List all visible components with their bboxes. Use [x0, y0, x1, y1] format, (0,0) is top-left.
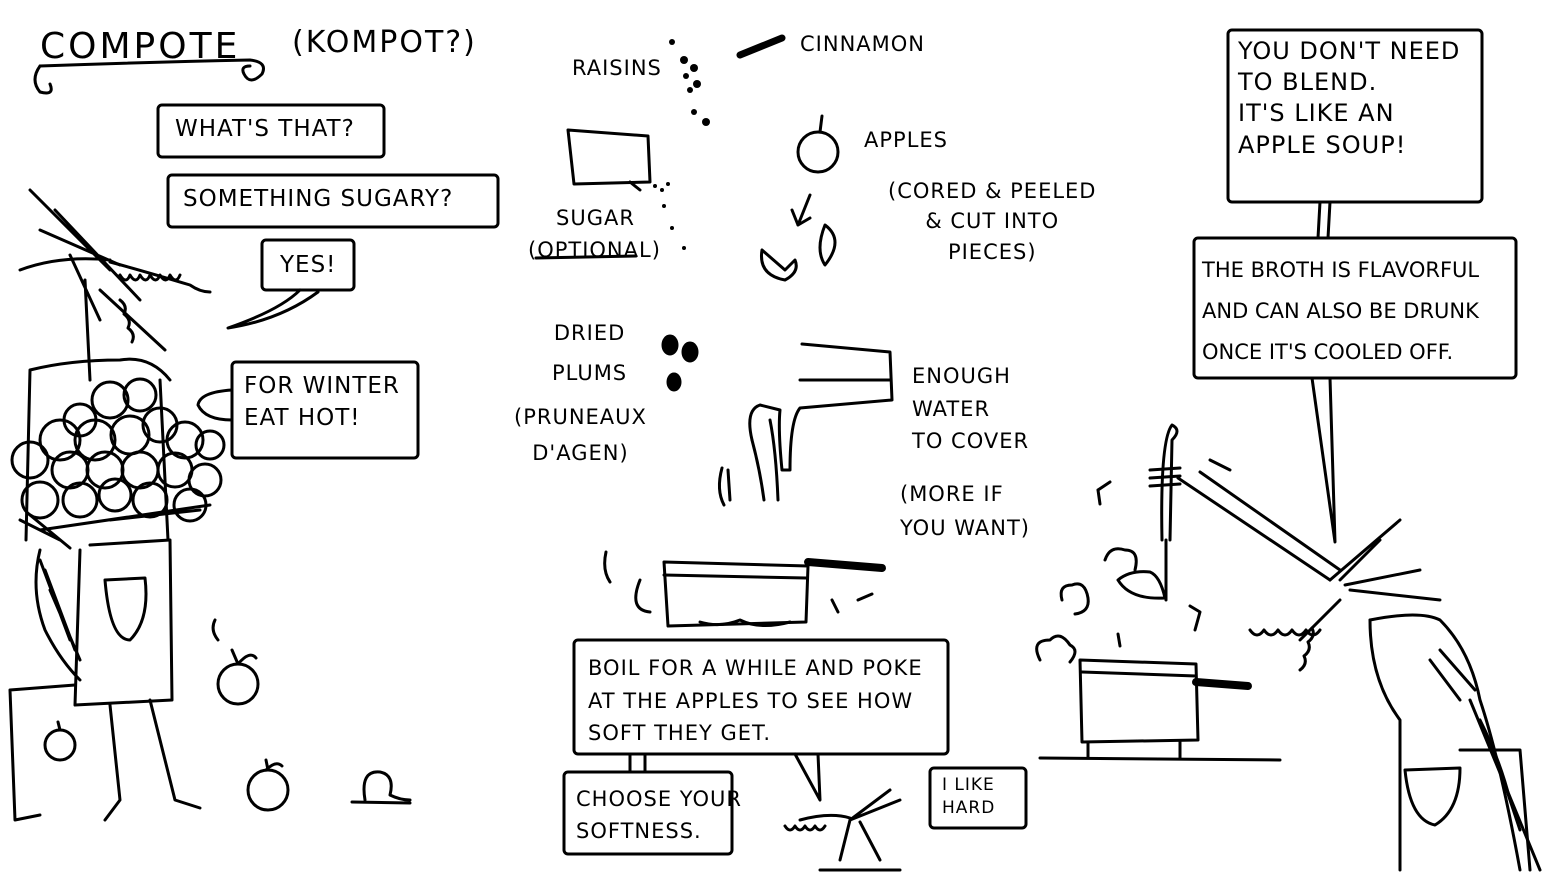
apple-icon: [211, 618, 260, 706]
label-apples-note: (CORED & PEELED & CUT INTO PIECES): [888, 179, 1097, 264]
bubble-boil: BOIL FOR A WHILE AND POKE AT THE APPLES …: [588, 656, 923, 746]
apple-pieces-icon: [759, 223, 837, 282]
label-sugar: SUGAR: [556, 206, 635, 230]
bubble-dont-blend: YOU DON'T NEED TO BLEND. IT'S LIKE AN AP…: [1238, 37, 1461, 159]
raisins-icon: [669, 39, 710, 126]
bubble-choose-frame: [562, 770, 734, 856]
bubble-like-hard: I LIKE HARD: [942, 775, 996, 818]
cinnamon-icon: [736, 34, 786, 59]
title-flourish: [33, 58, 265, 95]
label-water-note: (MORE IF YOU WANT): [900, 482, 1030, 540]
bubble-choose: CHOOSE YOUR SOFTNESS.: [576, 787, 742, 843]
bubble-broth-frame: [1192, 236, 1518, 380]
ladle-icon: [1096, 423, 1182, 602]
bubble-yes-tail: [226, 288, 320, 330]
label-raisins: RAISINS: [572, 56, 662, 80]
apple-core-icon: [350, 770, 412, 805]
bubble-choose-connector: [628, 752, 647, 774]
cooking-pot-icon: [603, 550, 886, 628]
cooking-pot-icon: [1038, 658, 1282, 762]
small-character-icon: [783, 788, 902, 872]
bubble-for-winter-tail: [196, 388, 234, 422]
bubble-something-sugary-frame: [166, 173, 500, 229]
hand-pouring-water-icon: [717, 342, 894, 507]
bubble-boil-frame: [572, 638, 950, 756]
plum-icon: [661, 334, 699, 392]
label-apples: APPLES: [864, 128, 948, 152]
woman-with-ladle-icon: [1176, 458, 1542, 872]
label-water: ENOUGH WATER TO COVER: [912, 364, 1030, 454]
bubble-whats-that-frame: [156, 103, 386, 159]
bubble-broth: THE BROTH IS FLAVORFUL AND CAN ALSO BE D…: [1202, 258, 1480, 364]
sugar-grains: [653, 182, 686, 250]
label-dried-plums: DRIED PLUMS: [552, 321, 628, 385]
woman-carrying-apples-icon: [8, 188, 226, 822]
label-cinnamon: CINNAMON: [800, 32, 925, 56]
label-dried-plums-note: (PRUNEAUX D'AGEN): [514, 405, 647, 465]
bubble-something-sugary: SOMETHING SUGARY?: [183, 186, 454, 212]
bubble-like-hard-frame: [928, 766, 1028, 830]
bubble-yes: YES!: [280, 252, 337, 278]
bubble-for-winter: FOR WINTER EAT HOT!: [244, 373, 400, 432]
bubble-dont-blend-frame: [1226, 28, 1484, 204]
page-title: COMPOTE: [40, 26, 241, 67]
sugar-box-icon: [566, 128, 652, 192]
steam-icon: [1035, 547, 1202, 664]
apple-icon: [790, 114, 840, 227]
bubble-boil-tail: [793, 752, 822, 802]
page-subtitle: (KOMPOT?): [292, 25, 477, 60]
sugar-underline: [534, 254, 638, 260]
bubble-whats-that: WHAT'S THAT?: [175, 116, 355, 142]
apple-icon: [246, 758, 290, 812]
label-sugar-note: (OPTIONAL): [528, 238, 661, 262]
bubble-broth-tail: [1310, 376, 1337, 544]
bubble-yes-frame: [260, 238, 356, 292]
bubble-for-winter-frame: [230, 360, 420, 460]
bubble-connector: [1316, 200, 1332, 240]
apple-icon: [43, 720, 77, 762]
